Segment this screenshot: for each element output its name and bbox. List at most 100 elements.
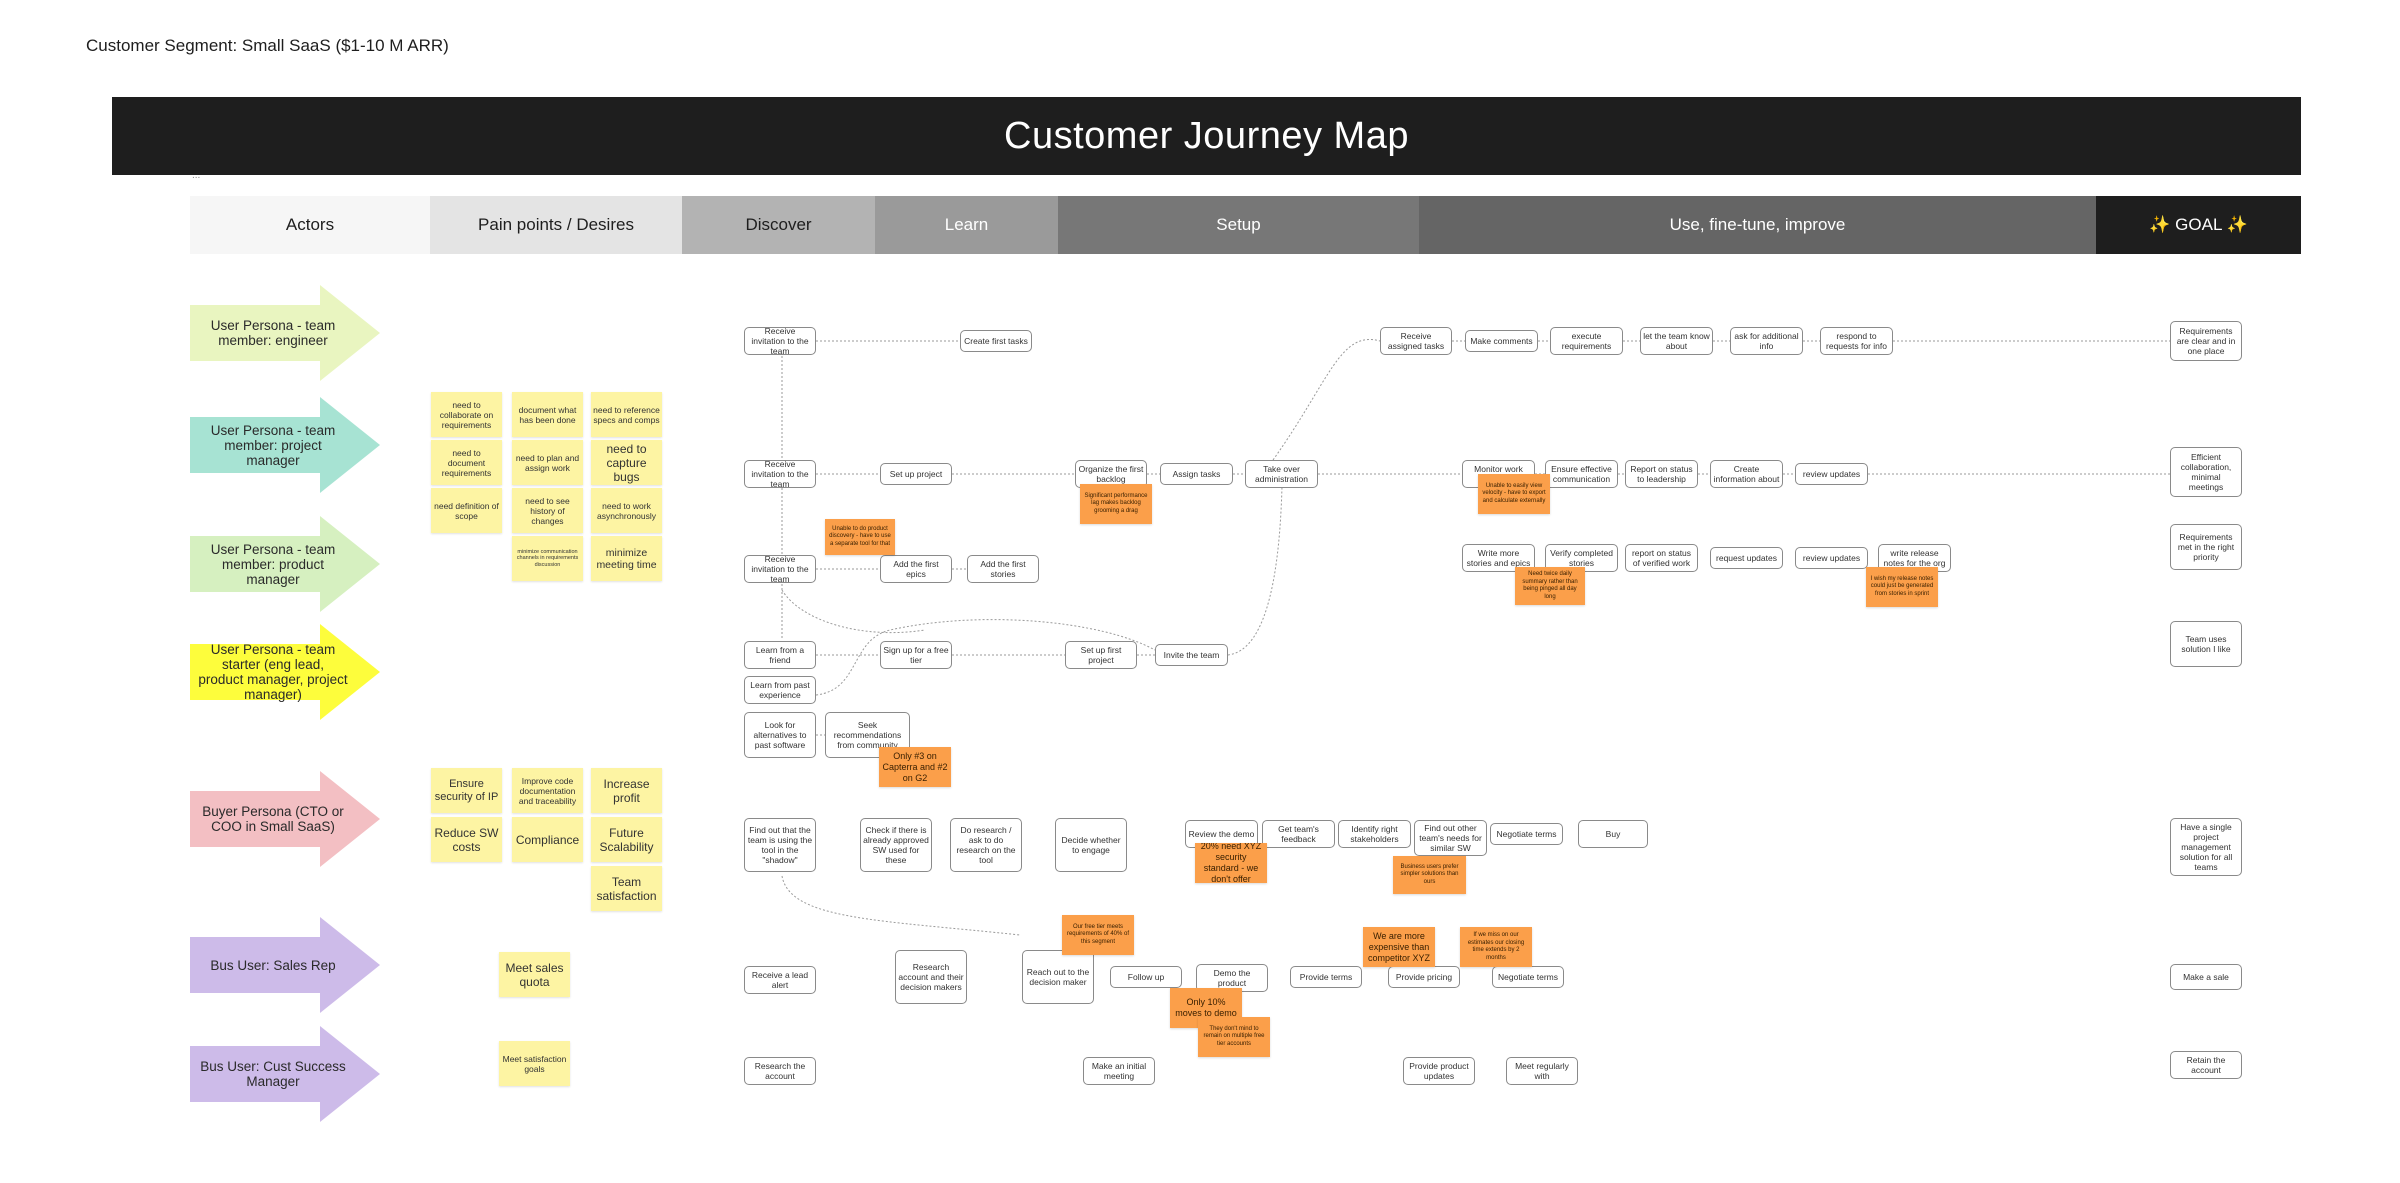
column-actors: Actors	[190, 196, 430, 254]
journey-step: Make comments	[1465, 330, 1538, 352]
journey-step: Buy	[1578, 820, 1648, 848]
goal-outcome: Retain the account	[2170, 1051, 2242, 1079]
actor-engineer: User Persona - team member: engineer	[190, 285, 380, 381]
page-title: Customer Journey Map	[112, 97, 2301, 175]
journey-step: ask for additional info	[1730, 327, 1803, 355]
column-learn: Learn	[875, 196, 1058, 254]
column-discover: Discover	[682, 196, 875, 254]
pain-point-sticky: need to plan and assign work	[512, 440, 583, 485]
pain-point-sticky: Increase profit	[591, 768, 662, 813]
goal-outcome: Efficient collaboration, minimal meeting…	[2170, 447, 2242, 497]
insight-sticky: Only #3 on Capterra and #2 on G2	[879, 747, 951, 787]
insight-sticky: Unable to do product discovery - have to…	[825, 519, 895, 555]
journey-step: Decide whether to engage	[1055, 818, 1127, 872]
pain-point-sticky: need to see history of changes	[512, 488, 583, 533]
pain-point-sticky: minimize meeting time	[591, 536, 662, 581]
journey-step: Reach out to the decision maker	[1022, 950, 1094, 1004]
actor-team-starter: User Persona - team starter (eng lead, p…	[190, 624, 380, 720]
pain-point-sticky: Ensure security of IP	[431, 768, 502, 813]
journey-step: Set up first project	[1065, 641, 1137, 669]
journey-step: report on status of verified work	[1625, 544, 1698, 572]
pain-point-sticky: need to document requirements	[431, 440, 502, 485]
journey-step: Report on status to leadership	[1625, 460, 1698, 488]
pain-point-sticky: Improve code documentation and traceabil…	[512, 768, 583, 813]
journey-step: Get team's feedback	[1262, 820, 1335, 848]
pain-point-sticky: need to collaborate on requirements	[431, 392, 502, 437]
journey-step: Identify right stakeholders	[1338, 820, 1411, 848]
pain-point-sticky: Meet sales quota	[499, 952, 570, 997]
goal-outcome: Requirements met in the right priority	[2170, 524, 2242, 570]
goal-outcome: Requirements are clear and in one place	[2170, 321, 2242, 361]
journey-step: Organize the first backlog	[1075, 460, 1147, 488]
journey-step: Find out that the team is using the tool…	[744, 818, 816, 872]
column-setup: Setup	[1058, 196, 1419, 254]
actor-label: User Persona - team starter (eng lead, p…	[198, 642, 348, 702]
journey-step: review updates	[1795, 547, 1868, 569]
journey-step: Demo the product	[1196, 964, 1268, 992]
actor-buyer-persona: Buyer Persona (CTO or COO in Small SaaS)	[190, 771, 380, 867]
journey-step: Find out other team's needs for similar …	[1414, 820, 1487, 856]
journey-step: Take over administration	[1245, 460, 1318, 488]
actor-label: User Persona - team member: product mana…	[210, 541, 336, 587]
pain-point-sticky: need to reference specs and comps	[591, 392, 662, 437]
journey-step: review updates	[1795, 463, 1868, 485]
actor-label: User Persona - team member: engineer	[210, 318, 336, 348]
journey-step: Provide product updates	[1403, 1057, 1475, 1085]
actor-cust-success-manager: Bus User: Cust Success Manager	[190, 1026, 380, 1122]
pain-point-sticky: Team satisfaction	[591, 866, 662, 911]
insight-sticky: Need twice daily summary rather than bei…	[1515, 567, 1585, 605]
actor-sales-rep: Bus User: Sales Rep	[190, 917, 380, 1013]
journey-step: Receive invitation to the team	[744, 555, 816, 583]
journey-step: request updates	[1710, 547, 1783, 569]
goal-outcome: Have a single project management solutio…	[2170, 818, 2242, 876]
journey-step: Make an initial meeting	[1083, 1057, 1155, 1085]
actor-label: User Persona - team member: project mana…	[210, 422, 336, 468]
pain-point-sticky: need definition of scope	[431, 488, 502, 533]
actor-product-manager: User Persona - team member: product mana…	[190, 516, 380, 612]
goal-outcome: Team uses solution I like	[2170, 621, 2242, 667]
insight-sticky: Significant performance lag makes backlo…	[1080, 484, 1152, 524]
journey-step: Receive invitation to the team	[744, 460, 816, 488]
journey-step: Set up project	[880, 463, 952, 485]
journey-step: Receive invitation to the team	[744, 327, 816, 355]
journey-step: Sign up for a free tier	[880, 641, 952, 669]
journey-step: Check if there is already approved SW us…	[860, 818, 932, 872]
journey-step: Invite the team	[1155, 644, 1228, 666]
actor-label: Buyer Persona (CTO or COO in Small SaaS)	[202, 804, 344, 834]
journey-step: Learn from a friend	[744, 641, 816, 669]
journey-step: Provide terms	[1290, 966, 1362, 988]
journey-step: Add the first stories	[967, 555, 1039, 583]
pain-point-sticky: minimize communication channels in requi…	[512, 536, 583, 581]
journey-step: Meet regularly with	[1506, 1057, 1578, 1085]
journey-step: let the team know about	[1640, 327, 1713, 355]
journey-step: Receive a lead alert	[744, 966, 816, 994]
actor-project-manager: User Persona - team member: project mana…	[190, 397, 380, 493]
column-use-fine-tune-improve: Use, fine-tune, improve	[1419, 196, 2096, 254]
insight-sticky: 20% need XYZ security standard - we don'…	[1195, 843, 1267, 883]
column-goal: ✨ GOAL ✨	[2096, 196, 2301, 254]
insight-sticky: Unable to easily view velocity - have to…	[1478, 474, 1550, 514]
journey-step: respond to requests for info	[1820, 327, 1893, 355]
goal-outcome: Make a sale	[2170, 964, 2242, 990]
journey-step: Negotiate terms	[1490, 823, 1563, 845]
journey-step: Provide pricing	[1388, 966, 1460, 988]
journey-step: Create information about	[1710, 460, 1783, 488]
column-pain-points: Pain points / Desires	[430, 196, 682, 254]
insight-sticky: They don't mind to remain on multiple fr…	[1198, 1017, 1270, 1057]
pain-point-sticky: need to work asynchronously	[591, 488, 662, 533]
ellipsis-mark: ...	[192, 170, 201, 181]
pain-point-sticky: Compliance	[512, 817, 583, 862]
insight-sticky: Business users prefer simpler solutions …	[1393, 856, 1466, 894]
journey-step: Look for alternatives to past software	[744, 712, 816, 758]
pain-point-sticky: Meet satisfaction goals	[499, 1041, 570, 1086]
customer-segment-label: Customer Segment: Small SaaS ($1-10 M AR…	[86, 36, 449, 55]
journey-step: Research the account	[744, 1057, 816, 1085]
actor-label: Bus User: Sales Rep	[210, 957, 336, 973]
journey-step: Research account and their decision make…	[895, 950, 967, 1004]
journey-step: Do research / ask to do research on the …	[950, 818, 1022, 872]
insight-sticky: I wish my release notes could just be ge…	[1866, 567, 1938, 607]
insight-sticky: Our free tier meets requirements of 40% …	[1062, 915, 1134, 955]
journey-step: Ensure effective communication	[1545, 460, 1618, 488]
journey-step: Add the first epics	[880, 555, 952, 583]
journey-step: Follow up	[1110, 966, 1182, 988]
